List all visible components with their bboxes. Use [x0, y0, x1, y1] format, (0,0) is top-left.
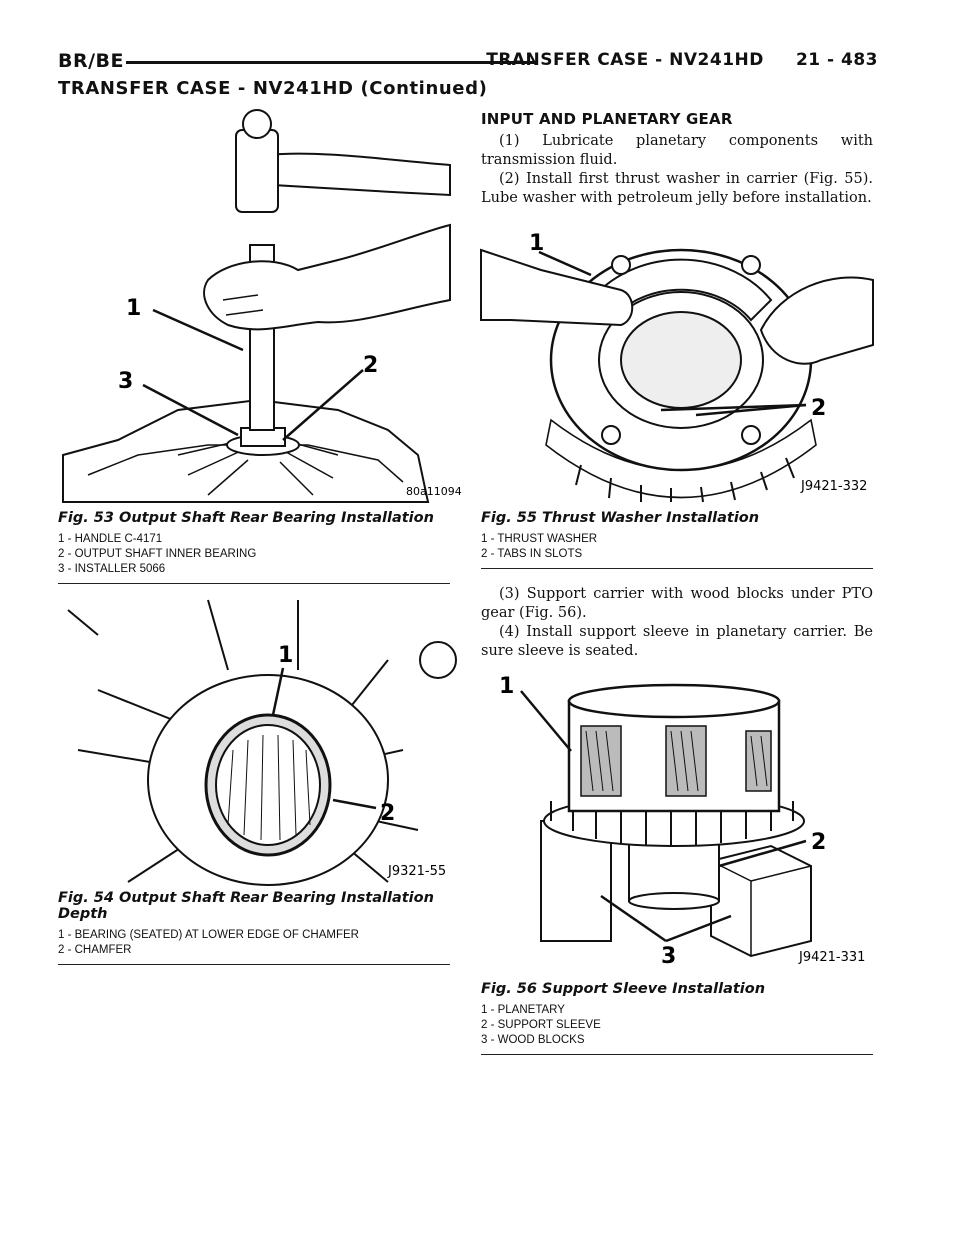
fig56-code: J9421-331 [798, 950, 865, 965]
figure-54: 1 2 J9321-55 Fig. 54 Output Shaft Rear B… [58, 599, 457, 965]
procedure-heading: INPUT AND PLANETARY GEAR [481, 110, 733, 128]
figure-55-caption: Fig. 55 Thrust Washer Installation [481, 510, 760, 526]
page-header: BR/BE TRANSFER CASE - NV241HD 21 - 483 [58, 50, 878, 74]
header-section-page: TRANSFER CASE - NV241HD 21 - 483 [486, 50, 878, 70]
section-title: TRANSFER CASE - NV241HD (Continued) [58, 78, 488, 99]
figure-55-legend-2: 2 - TABS IN SLOTS [481, 548, 583, 560]
figure-54-legend-2: 2 - CHAMFER [58, 944, 132, 956]
procedure-step-2: (2) Install first thrust washer in carri… [481, 171, 873, 206]
fig55-callout-2: 2 [811, 396, 826, 421]
figure-54-illustration: 1 2 J9321-55 [67, 599, 457, 886]
left-column: 1 2 3 80a11094 Fig. 53 Output Shaft Rear… [58, 109, 462, 965]
figure-56: 1 2 3 J9421-331 Fig. 56 Support Sleeve I… [481, 671, 873, 1055]
procedure-step-4: (4) Install support sleeve in planetary … [481, 624, 873, 659]
fig54-callout-1: 1 [278, 643, 293, 668]
figure-53-rule [58, 583, 450, 584]
fig55-callout-1: 1 [529, 231, 544, 256]
figure-55-illustration: 1 2 J9421-332 [480, 231, 874, 503]
figure-54-rule [58, 964, 450, 965]
fig56-callout-2: 2 [811, 830, 826, 855]
figure-55-rule [481, 568, 873, 569]
procedure-step-3: (3) Support carrier with wood blocks und… [481, 586, 873, 621]
header-model: BR/BE [58, 50, 125, 72]
fig53-callout-3: 3 [118, 369, 133, 394]
fig54-callout-2: 2 [380, 801, 395, 826]
fig53-code: 80a11094 [406, 485, 462, 498]
header-rule [126, 61, 538, 64]
fig54-code: J9321-55 [387, 864, 446, 879]
figure-53: 1 2 3 80a11094 Fig. 53 Output Shaft Rear… [58, 109, 462, 584]
figure-56-legend-1: 1 - PLANETARY [481, 1004, 565, 1016]
fig56-callout-1: 1 [499, 674, 514, 699]
figure-55-legend-1: 1 - THRUST WASHER [481, 533, 598, 545]
fig56-callout-3: 3 [661, 944, 676, 969]
figure-53-caption: Fig. 53 Output Shaft Rear Bearing Instal… [58, 510, 434, 526]
figure-53-legend-2: 2 - OUTPUT SHAFT INNER BEARING [58, 548, 257, 560]
fig55-code: J9421-332 [800, 479, 867, 494]
figure-53-illustration: 1 2 3 80a11094 [62, 109, 462, 503]
fig53-callout-1: 1 [126, 296, 141, 321]
figure-53-legend-3: 3 - INSTALLER 5066 [58, 563, 166, 575]
right-column: INPUT AND PLANETARY GEAR (1) Lubricate p… [480, 110, 874, 1055]
figure-56-legend-2: 2 - SUPPORT SLEEVE [481, 1019, 601, 1031]
figure-56-illustration: 1 2 3 J9421-331 [499, 674, 865, 969]
procedure-step-1: (1) Lubricate planetary components with … [481, 133, 873, 168]
figure-55: 1 2 J9421-332 Fig. 55 Thrust Washer Inst… [480, 220, 874, 569]
figure-53-legend-1: 1 - HANDLE C-4171 [58, 533, 163, 545]
figure-56-rule [481, 1054, 873, 1055]
figure-56-legend-3: 3 - WOOD BLOCKS [481, 1034, 585, 1046]
figure-54-caption: Fig. 54 Output Shaft Rear Bearing Instal… [58, 890, 434, 922]
figure-56-caption: Fig. 56 Support Sleeve Installation [481, 981, 766, 997]
fig53-callout-2: 2 [363, 353, 378, 378]
figure-54-legend-1: 1 - BEARING (SEATED) AT LOWER EDGE OF CH… [58, 929, 359, 941]
